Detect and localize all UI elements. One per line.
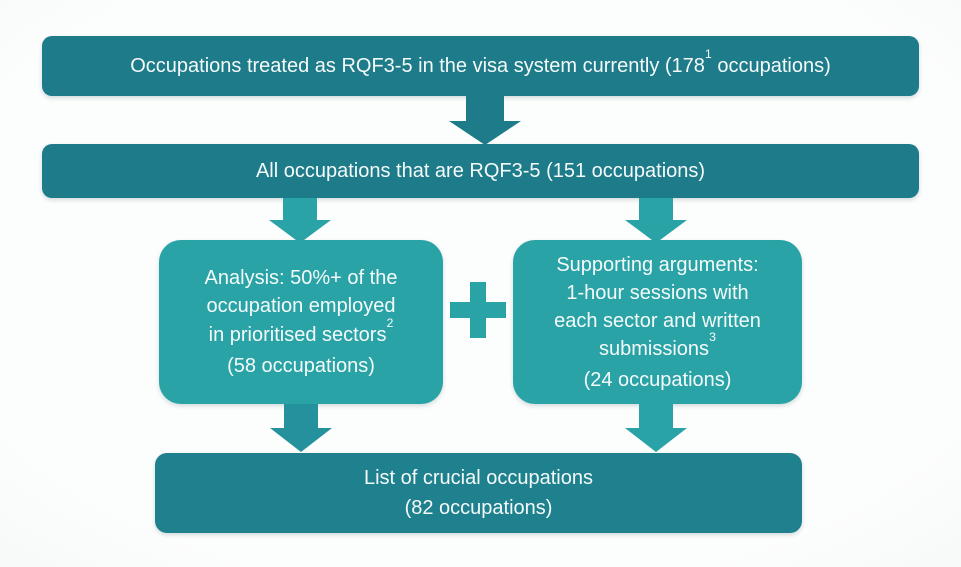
supporting-line-3: each sector and written xyxy=(554,309,761,332)
supporting-count: (24 occupations) xyxy=(583,368,732,391)
arrow-stem xyxy=(283,198,317,220)
footnote-marker-3: 3 xyxy=(709,330,716,345)
footnote-marker-1: 1 xyxy=(704,47,712,62)
box-analysis-criterion: Analysis: 50%+ of the occupation employe… xyxy=(159,240,443,404)
analysis-line-2: occupation employed xyxy=(206,295,396,317)
analysis-line-3-text: in prioritised sectors xyxy=(208,323,387,346)
arrow-down-left-icon xyxy=(269,198,331,243)
box-visa-system-occupations: Occupations treated as RQF3-5 in the vis… xyxy=(42,36,919,96)
arrow-head xyxy=(269,220,331,243)
arrow-down-icon xyxy=(449,96,521,145)
supporting-line-4: submissions3 xyxy=(599,331,716,363)
result-line-1: List of crucial occupations xyxy=(363,467,593,489)
arrow-down-left-icon xyxy=(270,404,332,452)
arrow-stem xyxy=(466,96,504,121)
supporting-line-2: 1-hour sessions with xyxy=(566,281,749,304)
footnote-marker-2: 2 xyxy=(386,316,394,331)
supporting-line-1: Supporting arguments: xyxy=(556,253,759,276)
arrow-stem xyxy=(284,404,318,428)
arrow-down-right-icon xyxy=(625,404,687,452)
result-line-2: (82 occupations) xyxy=(404,497,553,519)
arrow-head xyxy=(449,121,521,145)
supporting-line-4-text: submissions xyxy=(599,337,710,360)
analysis-line-1: Analysis: 50%+ of the xyxy=(204,266,398,289)
analysis-count: (58 occupations) xyxy=(227,355,375,377)
arrow-head xyxy=(625,220,687,243)
box-crucial-occupations-result: List of crucial occupations (82 occupati… xyxy=(155,453,802,533)
arrow-head xyxy=(270,428,332,452)
arrow-down-right-icon xyxy=(625,198,687,243)
analysis-line-3: in prioritised sectors2 xyxy=(208,317,394,350)
plus-icon xyxy=(450,282,506,338)
box-visa-system-text: Occupations treated as RQF3-5 in the vis… xyxy=(130,54,705,77)
box-supporting-arguments-criterion: Supporting arguments: 1-hour sessions wi… xyxy=(513,240,802,404)
box-all-rqf35-occupations: All occupations that are RQF3-5 (151 occ… xyxy=(42,144,919,198)
arrow-stem xyxy=(639,198,673,220)
arrow-stem xyxy=(639,404,673,428)
plus-vertical-bar xyxy=(470,282,486,338)
box-all-rqf35-label: All occupations that are RQF3-5 (151 occ… xyxy=(255,159,706,182)
arrow-head xyxy=(625,428,687,452)
box-visa-system-text-end: occupations) xyxy=(711,54,831,77)
box-visa-system-label: Occupations treated as RQF3-5 in the vis… xyxy=(130,48,831,78)
